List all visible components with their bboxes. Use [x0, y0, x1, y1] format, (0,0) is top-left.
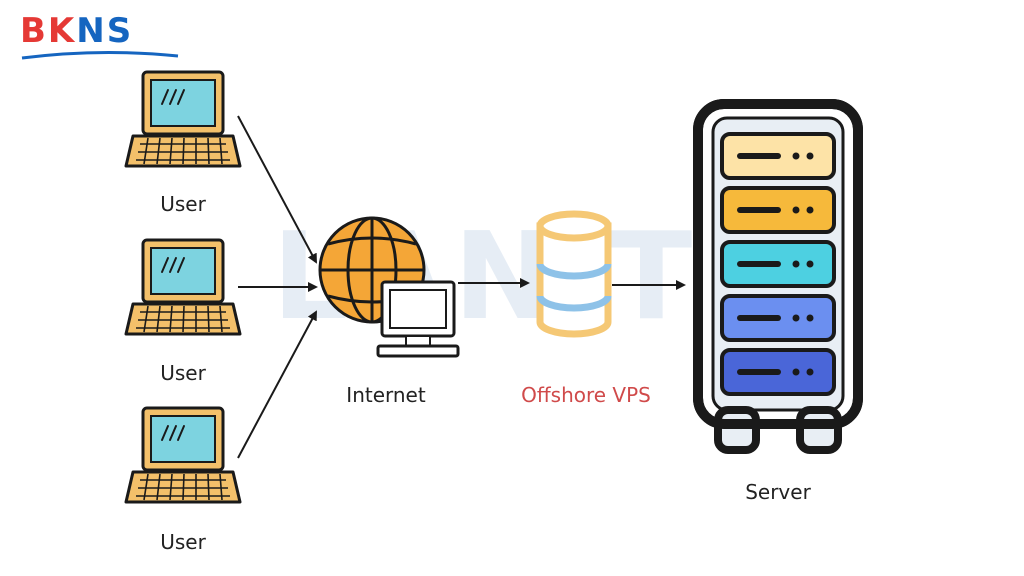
label-user-3: User	[160, 530, 206, 554]
server-rack-icon	[693, 99, 863, 454]
arrow-user3-to-internet	[237, 310, 317, 459]
bkns-logo: BKNS	[20, 14, 180, 62]
logo-text-ns: NS	[76, 11, 134, 51]
logo-text-bk: BK	[20, 11, 77, 51]
server-slot-1	[720, 132, 836, 180]
laptop-icon-user3	[124, 406, 242, 504]
label-server: Server	[745, 480, 811, 504]
label-user-2: User	[160, 361, 206, 385]
label-offshore-vps: Offshore VPS	[521, 383, 651, 407]
laptop-icon-user1	[124, 70, 242, 168]
laptop-icon-user2	[124, 238, 242, 336]
server-slot-3	[720, 240, 836, 288]
label-user-1: User	[160, 192, 206, 216]
logo-swoosh	[21, 50, 179, 60]
database-icon	[536, 210, 612, 338]
server-slot-2	[720, 186, 836, 234]
arrow-user1-to-internet	[237, 115, 317, 264]
label-internet: Internet	[346, 383, 426, 407]
server-slot-5	[720, 348, 836, 396]
monitor-icon	[376, 280, 460, 358]
server-slot-4	[720, 294, 836, 342]
